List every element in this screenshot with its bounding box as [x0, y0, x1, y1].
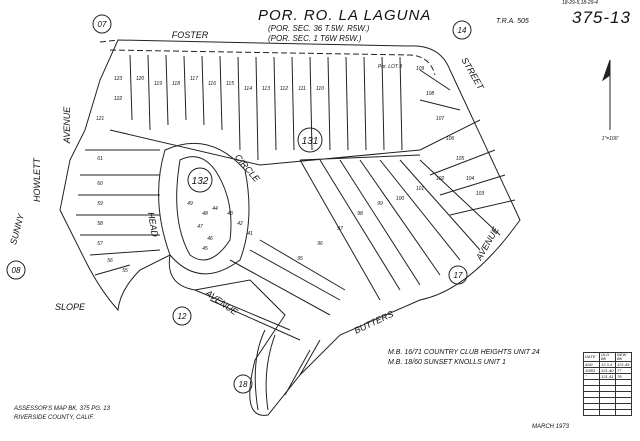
streets-text: SLOPE — [55, 302, 86, 312]
section-note-1: (POR. SEC. 36 T.5W. R5W.) — [268, 24, 370, 33]
lots-text: 48 — [202, 211, 208, 217]
lots-text: 106 — [446, 136, 455, 142]
circled-numbers-text: 132 — [192, 176, 209, 187]
lots-text: 42 — [237, 221, 243, 227]
circle-131 — [297, 127, 323, 153]
lots-text: 102 — [436, 176, 445, 182]
notes-text: 1"=100' — [602, 136, 620, 142]
lots-text: 105 — [456, 156, 465, 162]
mb-note-1: M.B. 16/71 COUNTRY CLUB HEIGHTS UNIT 24 — [388, 349, 540, 356]
lots-text: 120 — [136, 76, 145, 82]
map-date: MARCH 1973 — [532, 424, 570, 430]
circled-numbers-text: 17 — [454, 271, 463, 280]
circle-07 — [92, 14, 112, 34]
lots-text: 43 — [227, 211, 233, 217]
circled-numbers-text: 12 — [178, 312, 187, 321]
lots-text: 47 — [197, 224, 203, 230]
subdivision-boundary — [59, 39, 521, 416]
lots-text: 57 — [97, 241, 103, 247]
lots-text: 95 — [297, 256, 303, 262]
assessor-note-2: RIVERSIDE COUNTY, CALIF. — [14, 415, 95, 421]
streets-text: HEAD — [146, 211, 160, 238]
circled-numbers-text: 18 — [239, 380, 248, 389]
circle-132 — [187, 167, 213, 193]
lots-text: 104 — [466, 176, 475, 182]
lots-text: 109 — [416, 66, 425, 72]
streets-text: SUNNY — [8, 212, 26, 246]
circle-12 — [172, 306, 192, 326]
lots-text: 111 — [298, 86, 306, 92]
circle-08 — [6, 260, 26, 280]
streets-text: AVENUE — [62, 106, 72, 145]
lots-text: 44 — [212, 206, 218, 212]
lots-text: 97 — [337, 226, 343, 232]
lots-text: 46 — [207, 236, 213, 242]
lots-text: 108 — [426, 91, 435, 97]
map-number: 375-13 — [572, 8, 631, 27]
lots-text: 56 — [107, 258, 113, 264]
lots-text: 59 — [97, 201, 103, 207]
lots-text: 96 — [317, 241, 323, 247]
lots-text: 99 — [377, 201, 383, 207]
streets-text: FOSTER — [172, 30, 209, 40]
lots-text: 58 — [97, 221, 103, 227]
circled-numbers-text: 131 — [302, 136, 319, 147]
circle-label: 07 — [98, 20, 107, 29]
notes-text: Por. LOT 8 — [378, 64, 402, 70]
streets-text: HOWLETT — [32, 156, 42, 202]
streets-text: BUTTERS — [353, 309, 395, 336]
section-note-2: (POR. SEC. 1 T6W R5W.) — [268, 34, 362, 43]
streets-text: AVENUE — [473, 224, 501, 262]
lots-text: 41 — [247, 231, 253, 237]
revision-table-text: DATE — [583, 352, 600, 362]
lots-text: 113 — [262, 86, 270, 92]
lots-text: 116 — [208, 81, 216, 87]
circle-17 — [448, 265, 468, 285]
lots-text: 55 — [122, 268, 128, 274]
lots-text: 45 — [202, 246, 208, 252]
lots-text: 119 — [154, 81, 162, 87]
lots-text: 110 — [316, 86, 324, 92]
circle-14 — [452, 20, 472, 40]
revision-table-text: OLD BK — [599, 352, 616, 362]
lots-text: 117 — [190, 76, 198, 82]
lots-text: 115 — [226, 81, 234, 87]
lots-text: 118 — [172, 81, 180, 87]
revision-table-text: NEW BK — [615, 352, 632, 362]
streets-text: STREET — [459, 56, 486, 93]
lots-text: 114 — [244, 86, 252, 92]
lots-text: 61 — [97, 156, 103, 162]
lots-text: 100 — [396, 196, 405, 202]
lots-text: 121 — [96, 116, 105, 122]
circle-18 — [233, 374, 253, 394]
lots-text: 103 — [476, 191, 485, 197]
circled-numbers-text: 08 — [12, 266, 21, 275]
lots-text: 122 — [114, 96, 123, 102]
lots-text: 60 — [97, 181, 103, 187]
lots-text: 98 — [357, 211, 363, 217]
lots-text: 49 — [187, 201, 193, 207]
circled-numbers-text: 14 — [458, 26, 467, 35]
tax-rate-area: T.R.A. 505 — [496, 18, 529, 25]
map-ref-small: 18-29-5,18-29-4 — [562, 0, 598, 6]
lots-text: 101 — [416, 186, 425, 192]
lots-text: 112 — [280, 86, 288, 92]
lots-text: 123 — [114, 76, 123, 82]
north-arrow-icon — [602, 59, 611, 130]
lots-text: 107 — [436, 116, 445, 122]
mb-note-2: M.B. 18/60 SUNSET KNOLLS UNIT 1 — [388, 359, 506, 366]
map-title: POR. RO. LA LAGUNA — [258, 7, 432, 24]
streets-text: AVENUE — [203, 287, 240, 317]
assessor-note-1: ASSESSOR'S MAP BK. 375 PG. 13 — [14, 406, 110, 412]
